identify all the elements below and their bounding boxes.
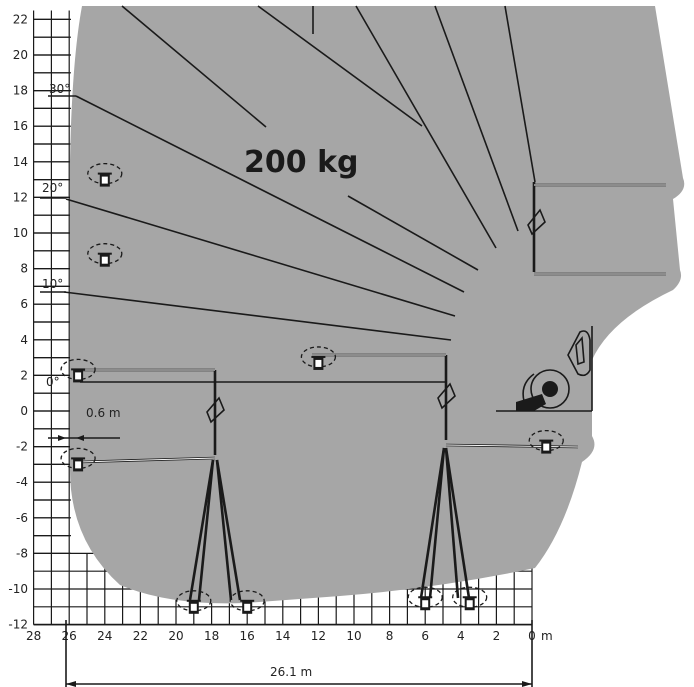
x-tick-label: 24: [97, 629, 112, 643]
fan-line: [257, 5, 423, 127]
y-tick-label: -10: [8, 582, 28, 596]
x-tick-label: 8: [386, 629, 394, 643]
platform-basket: [60, 447, 96, 472]
y-tick-label: 20: [13, 48, 28, 62]
x-tick-label: 4: [457, 629, 465, 643]
y-tick-label: 22: [13, 12, 28, 26]
fan-line: [347, 195, 479, 271]
y-tick-label: -6: [16, 511, 28, 525]
x-tick-label: 14: [275, 629, 290, 643]
y-tick-label: 16: [13, 119, 28, 133]
y-tick-label: 8: [20, 262, 28, 276]
fan-line: [434, 5, 519, 232]
machine-base: [496, 326, 593, 412]
x-tick-label: 22: [133, 629, 148, 643]
platform-basket: [407, 586, 443, 611]
y-tick-label: -8: [16, 546, 28, 560]
x-tick-label: 12: [311, 629, 326, 643]
platform-basket: [229, 590, 265, 614]
y-tick-label: -12: [8, 618, 28, 632]
y-tick-label: 14: [13, 155, 28, 169]
load-capacity-label: 200 kg: [244, 145, 359, 180]
fan-line: [121, 5, 267, 128]
y-tick-label: 6: [20, 297, 28, 311]
x-tick-label: 26: [62, 629, 77, 643]
angle-label-0: 0°: [46, 375, 60, 389]
x-tick-label: 2: [493, 629, 501, 643]
platform-basket: [87, 162, 123, 187]
fan-line: [504, 5, 536, 183]
fan-line: [75, 95, 465, 293]
y-tick-label: 2: [20, 368, 28, 382]
fan-line: [355, 5, 497, 249]
reach-fan-lines: [63, 5, 536, 341]
platform-basket: [176, 590, 212, 614]
platform-basket: [60, 358, 96, 383]
x-tick-label: 16: [240, 629, 255, 643]
fan-line: [65, 198, 456, 317]
platforms: [60, 162, 564, 614]
platform-basket: [452, 586, 488, 611]
x-tick-label: 28: [26, 629, 41, 643]
platform-basket: [528, 429, 564, 454]
x-tick-label: 10: [346, 629, 361, 643]
angle-label-20: 20°: [42, 181, 63, 195]
y-tick-label: 18: [13, 84, 28, 98]
x-tick-label: 18: [204, 629, 219, 643]
y-tick-label: 4: [20, 333, 28, 347]
y-tick-label: 10: [13, 226, 28, 240]
platform-basket: [87, 243, 123, 267]
angle-label-30: 30°: [49, 82, 70, 96]
x-tick-label: 6: [421, 629, 429, 643]
offset-label: 0.6 m: [86, 406, 121, 420]
y-tick-label: -2: [16, 440, 28, 454]
boom-positions: [79, 182, 666, 601]
platform-basket: [300, 346, 337, 370]
x-tick-label: 20: [168, 629, 183, 643]
fan-line: [63, 291, 452, 341]
angle-label-10: 10°: [42, 277, 63, 291]
outreach-label: 26.1 m: [270, 665, 312, 679]
y-tick-label: -4: [16, 475, 28, 489]
x-unit-label: m: [541, 629, 553, 643]
y-tick-label: 0: [20, 404, 28, 418]
y-tick-label: 12: [13, 190, 28, 204]
